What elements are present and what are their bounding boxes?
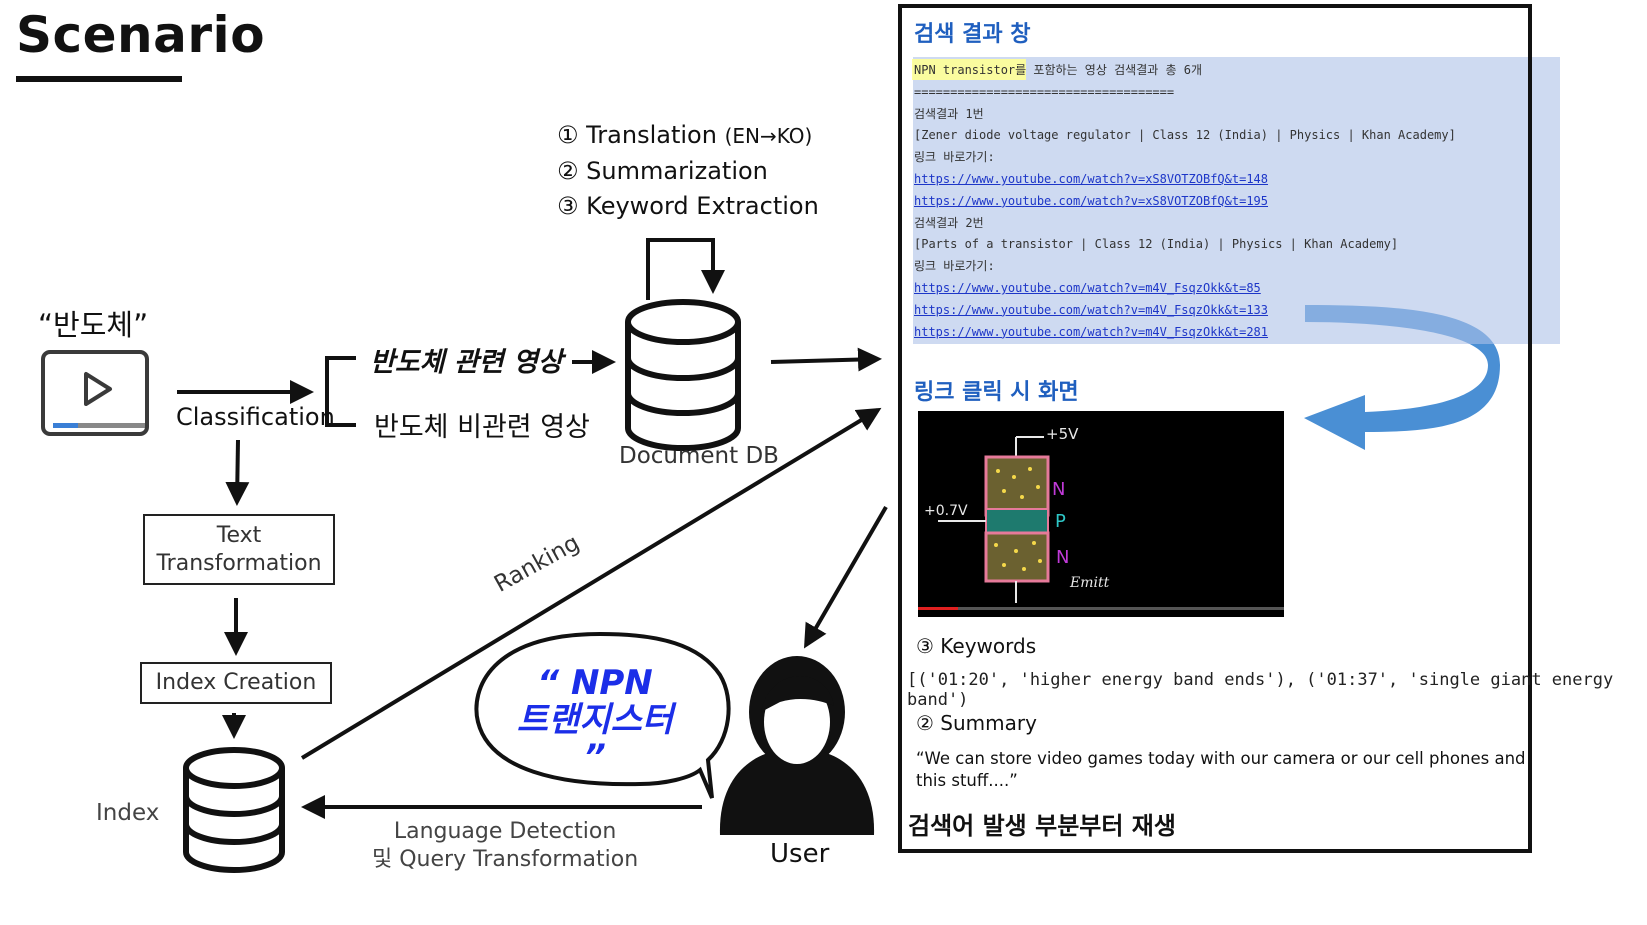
classification-label: Classification	[176, 403, 335, 431]
voltage-top: +5V	[1046, 425, 1079, 443]
play-from-keyword-label: 검색어 발생 부분부터 재생	[908, 812, 1176, 840]
classification-bracket	[325, 356, 356, 427]
result-label: 검색결과 1번	[914, 106, 984, 121]
arrow-panel-to-user	[803, 505, 888, 649]
search-results-title: 검색 결과 창	[914, 22, 1031, 47]
step-translation: ① Translation (EN→KO)	[557, 121, 813, 149]
speech-bubble	[474, 631, 731, 799]
curved-return-arrow	[1304, 305, 1500, 450]
transistor-diagram: +5V +0.7V N P N Emitt	[918, 425, 1284, 610]
step-keyword-extraction: ③ Keyword Extraction	[557, 192, 819, 220]
arrow-db-to-panel	[770, 347, 882, 372]
emitter-label: Emitt	[1069, 575, 1110, 591]
index-label: Index	[96, 800, 160, 826]
voltage-left: +0.7V	[924, 503, 968, 519]
keyword-highlight	[912, 59, 1026, 80]
result-link[interactable]: https://www.youtube.com/watch?v=xS8VOTZO…	[914, 171, 1269, 186]
arrow-video-to-text-transformation	[225, 439, 250, 506]
unrelated-videos-label: 반도체 비관련 영상	[374, 412, 590, 443]
related-videos-label: 반도체 관련 영상	[370, 347, 563, 378]
video-player[interactable]: +5V +0.7V N P N Emitt	[918, 411, 1284, 617]
video-play-icon	[53, 372, 145, 428]
index-creation-box: Index Creation	[140, 662, 332, 704]
layer-p: P	[1055, 511, 1066, 532]
step-summarization: ② Summarization	[557, 157, 768, 185]
summary-label: ② Summary	[916, 711, 1037, 735]
pipeline-steps: ① Translation (EN→KO) ② Summarization ③ …	[557, 118, 819, 224]
result-link[interactable]: https://www.youtube.com/watch?v=m4V_Fsqz…	[914, 280, 1261, 295]
result-link[interactable]: https://www.youtube.com/watch?v=m4V_Fsqz…	[914, 302, 1269, 317]
keywords-label: ③ Keywords	[916, 634, 1037, 658]
document-db-icon	[625, 299, 741, 451]
arrow-ranking	[300, 407, 882, 760]
search-results-list: NPN transistor를 포함하는 영상 검색결과 총 6개 ======…	[914, 63, 1456, 339]
result-link[interactable]: https://www.youtube.com/watch?v=xS8VOTZO…	[914, 193, 1269, 208]
layer-n-bottom: N	[1056, 547, 1069, 568]
result-title: [Zener diode voltage regulator | Class 1…	[914, 128, 1456, 143]
user-label: User	[770, 839, 830, 869]
video-icon	[41, 350, 149, 436]
document-db-label: Document DB	[619, 443, 779, 469]
language-detection-label: Language Detection 및 Query Transformatio…	[372, 819, 639, 872]
search-results-panel	[898, 4, 1532, 853]
link-click-title: 링크 클릭 시 화면	[914, 380, 1079, 405]
title-underline	[16, 76, 182, 82]
page-title: Scenario	[16, 6, 266, 64]
summary-text: “We can store video games today with our…	[916, 749, 1526, 790]
db-loop-arrow	[646, 238, 725, 300]
results-highlight	[913, 57, 1560, 344]
result-link[interactable]: https://www.youtube.com/watch?v=m4V_Fsqz…	[914, 324, 1269, 339]
index-db-icon	[183, 747, 285, 873]
result-label: 검색결과 2번	[914, 215, 984, 230]
result-title: [Parts of a transistor | Class 12 (India…	[914, 237, 1399, 252]
keywords-text: [('01:20', 'higher energy band ends'), (…	[907, 670, 1614, 710]
text-transformation-box: Text Transformation	[143, 514, 335, 585]
speech-bubble-text: “ NPN 트랜지스터 ”	[516, 663, 674, 777]
layer-n-top: N	[1052, 479, 1065, 500]
input-keyword: “반도체”	[38, 308, 149, 342]
